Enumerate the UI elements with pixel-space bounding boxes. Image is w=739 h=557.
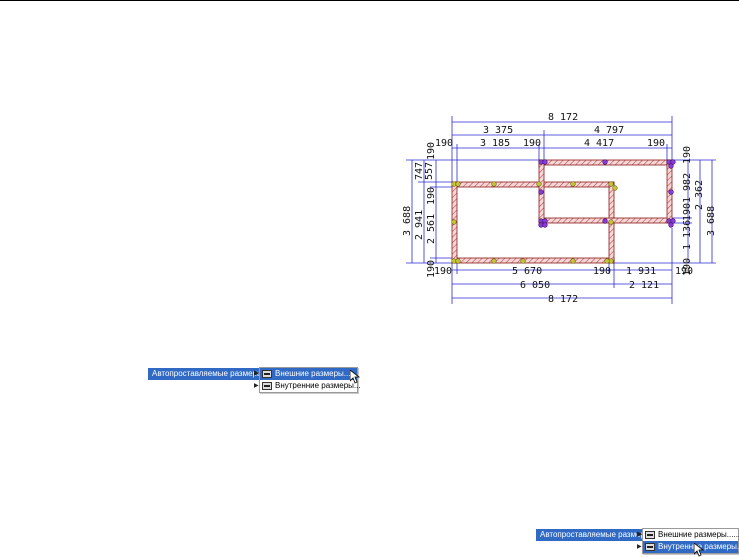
dim-top-total: 8 172 xyxy=(548,112,578,123)
dim-top-c: 3 185 xyxy=(480,138,510,149)
submenu-arrow-icon: ▶ xyxy=(254,383,259,389)
dim-left-wall3: 190 xyxy=(426,260,437,278)
menu-item-auto-dimensions[interactable]: Автопроставляемые размеры xyxy=(148,368,263,380)
dim-bottom-d: 2 121 xyxy=(629,280,659,291)
menu-item-auto-dimensions[interactable]: Автопроставляемые размеры xyxy=(536,529,651,541)
menu-item-inner-dimensions[interactable]: ▶ Внутренние размеры... xyxy=(637,541,739,553)
dim-right-wall3: 190 xyxy=(682,258,693,276)
dim-bottom-wall3: 190 xyxy=(675,266,693,277)
submenu-dimensions: Внешние размеры...... ▶ Внутренние разме… xyxy=(254,367,361,393)
mouse-pointer-icon xyxy=(350,370,360,384)
dim-left-b: 747 xyxy=(414,162,425,180)
dimension-lines-top xyxy=(451,116,673,182)
outer-dimensions-icon xyxy=(262,370,272,378)
menu-item-inner-dimensions-label: Внутренние размеры... xyxy=(275,381,361,390)
menu-item-outer-dimensions[interactable]: Внешние размеры...... xyxy=(260,368,357,380)
dimension-text-left: 3 688 2 941 747 557 2 561 190 190 190 xyxy=(402,142,437,278)
dim-right-c: 1 136 xyxy=(682,220,693,250)
walls xyxy=(451,159,673,264)
submenu-arrow-icon: ▶ xyxy=(254,370,260,377)
menu-item-outer-dimensions-label: Внешние размеры...... xyxy=(275,369,358,378)
dim-left-total: 3 688 xyxy=(402,206,413,236)
dim-right-wall2: 190 xyxy=(682,146,693,164)
dim-top-wall2: 190 xyxy=(523,138,541,149)
dimension-lines-left xyxy=(406,159,540,264)
dim-top-wall3: 190 xyxy=(647,138,665,149)
inner-dimensions-icon xyxy=(262,382,272,390)
dim-left-a: 2 941 xyxy=(414,210,425,240)
submenu-arrow-icon: ▶ xyxy=(637,544,642,550)
menu-item-outer-dimensions-label: Внешние размеры...... xyxy=(658,530,739,539)
dim-bottom-c: 6 050 xyxy=(520,280,550,291)
dimension-lines-bottom xyxy=(451,228,673,304)
inner-dimensions-icon xyxy=(645,543,655,551)
outer-dimensions-icon xyxy=(645,531,655,539)
mouse-pointer-icon xyxy=(694,543,704,557)
dimension-text-top: 8 172 3 375 4 797 190 3 185 190 4 417 19… xyxy=(435,112,665,149)
dimension-lines-right xyxy=(610,159,716,264)
dim-right-wall1: 190 xyxy=(682,203,693,221)
grip-nodes xyxy=(451,159,676,264)
menu-item-auto-dimensions-label: Автопроставляемые размеры xyxy=(152,369,263,378)
top-rule xyxy=(0,0,739,1)
dim-top-wall1: 190 xyxy=(435,138,453,149)
dim-left-wall1: 190 xyxy=(426,187,437,205)
floor-plan-drawing: 8 172 3 375 4 797 190 3 185 190 4 417 19… xyxy=(402,112,717,305)
submenu-arrow-icon: ▶ xyxy=(637,531,643,538)
dim-bottom-total: 8 172 xyxy=(548,294,578,305)
menu-item-outer-dimensions[interactable]: Внешние размеры...... xyxy=(643,529,739,541)
dim-left-d: 2 561 xyxy=(426,214,437,244)
dim-left-c: 557 xyxy=(424,162,435,180)
dim-right-b: 1 982 xyxy=(682,173,693,203)
dimension-text-bottom: 190 5 670 190 1 931 190 6 050 2 121 8 17… xyxy=(434,266,693,305)
submenu-dimensions: Внешние размеры...... ▶ Внутренние разме… xyxy=(637,528,739,554)
dim-right-a: 2 362 xyxy=(694,180,705,210)
dim-bottom-b: 1 931 xyxy=(626,266,656,277)
dim-right-total: 3 688 xyxy=(706,206,717,236)
dim-top-b: 4 797 xyxy=(594,125,624,136)
dim-bottom-a: 5 670 xyxy=(512,266,542,277)
dimension-text-right: 3 688 2 362 1 982 190 1 136 190 190 xyxy=(682,146,717,276)
dim-bottom-wall2: 190 xyxy=(593,266,611,277)
dim-top-a: 3 375 xyxy=(483,125,513,136)
menu-item-auto-dimensions-label: Автопроставляемые размеры xyxy=(540,530,651,539)
menu-item-inner-dimensions[interactable]: ▶ Внутренние размеры... xyxy=(254,380,361,392)
dim-left-wall2: 190 xyxy=(426,142,437,160)
dim-top-d: 4 417 xyxy=(584,138,614,149)
dim-bottom-wall1: 190 xyxy=(434,266,452,277)
